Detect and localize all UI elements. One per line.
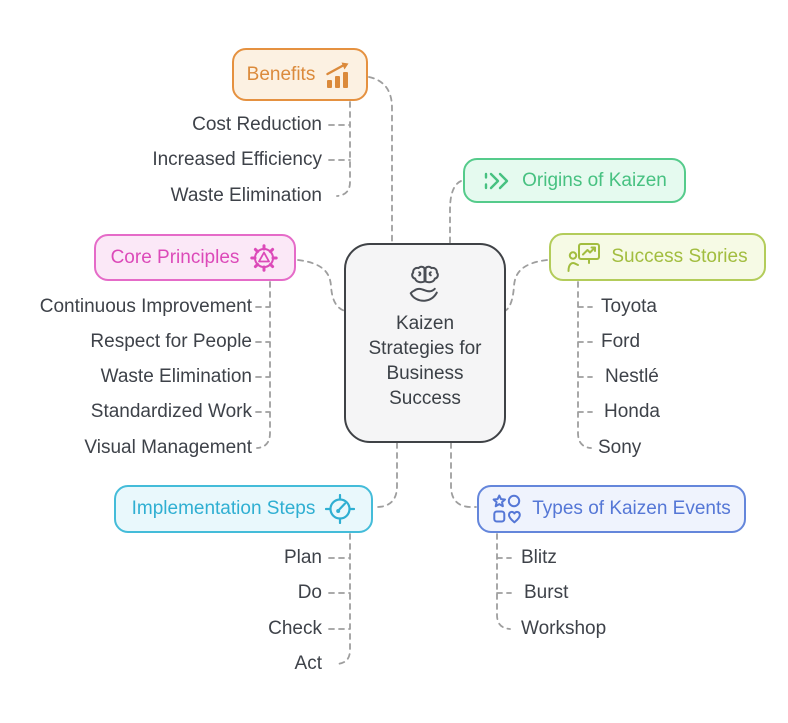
connector-center-to-types bbox=[450, 442, 477, 508]
list-item: Toyota bbox=[601, 296, 657, 317]
presenter-chart-board-icon bbox=[567, 243, 601, 272]
node-benefits: Benefits bbox=[232, 48, 368, 101]
list-item: Respect for People bbox=[90, 331, 252, 352]
list-item: Standardized Work bbox=[90, 401, 252, 422]
connector-core-list bbox=[255, 281, 271, 449]
list-item: Ford bbox=[601, 331, 641, 352]
connector-core-to-center bbox=[297, 259, 346, 312]
connector-origins-to-center bbox=[449, 180, 462, 244]
central-node: Kaizen Strategies for Business Success bbox=[344, 243, 506, 443]
gear-turbine-icon bbox=[250, 243, 279, 272]
bar-chart-growth-icon bbox=[326, 62, 349, 88]
list-item: Honda bbox=[604, 401, 660, 422]
list-item: Visual Management bbox=[84, 437, 252, 458]
node-implementation-steps: Implementation Steps bbox=[114, 485, 373, 533]
list-item: Waste Elimination bbox=[170, 185, 322, 206]
node-origins-of-kaizen: Origins of Kaizen bbox=[463, 158, 686, 203]
double-chevron-forward-icon bbox=[484, 172, 509, 189]
list-item: Cost Reduction bbox=[192, 114, 322, 135]
central-node-title: Kaizen Strategies for Business Success bbox=[368, 313, 482, 409]
connector-implementation-list bbox=[328, 533, 351, 665]
node-types-of-kaizen-events: Types of Kaizen Events bbox=[477, 485, 746, 533]
list-item: Plan bbox=[283, 547, 322, 568]
connector-types-list bbox=[496, 533, 512, 630]
list-item: Workshop bbox=[521, 618, 607, 639]
list-item: Do bbox=[297, 582, 322, 603]
list-item: Sony bbox=[598, 437, 642, 458]
connector-benefits-to-center bbox=[368, 76, 393, 244]
list-item: Continuous Improvement bbox=[39, 296, 252, 317]
brain-in-hand-icon bbox=[409, 265, 439, 302]
connector-center-to-implementation bbox=[373, 442, 398, 508]
node-types-of-kaizen-events-label: Types of Kaizen Events bbox=[532, 498, 731, 519]
node-success-stories-label: Success Stories bbox=[611, 246, 748, 267]
node-origins-label: Origins of Kaizen bbox=[522, 169, 667, 191]
shapes-star-circle-square-heart-icon bbox=[492, 494, 522, 524]
node-benefits-label: Benefits bbox=[246, 63, 316, 85]
list-item: Blitz bbox=[521, 547, 557, 568]
gauge-target-icon bbox=[325, 494, 356, 524]
list-item: Increased Efficiency bbox=[152, 149, 322, 170]
connector-benefits-list bbox=[328, 101, 351, 197]
list-item: Nestlé bbox=[605, 366, 659, 387]
connector-success-list bbox=[577, 281, 593, 449]
node-core-principles-label: Core Principles bbox=[110, 246, 240, 268]
list-item: Check bbox=[268, 618, 322, 639]
node-success-stories: Success Stories bbox=[549, 233, 766, 281]
list-item: Act bbox=[294, 653, 322, 674]
list-item: Waste Elimination bbox=[100, 366, 252, 387]
node-implementation-steps-label: Implementation Steps bbox=[131, 498, 316, 519]
node-core-principles: Core Principles bbox=[94, 234, 296, 281]
list-item: Burst bbox=[524, 582, 569, 603]
connector-success-to-center bbox=[504, 259, 548, 312]
